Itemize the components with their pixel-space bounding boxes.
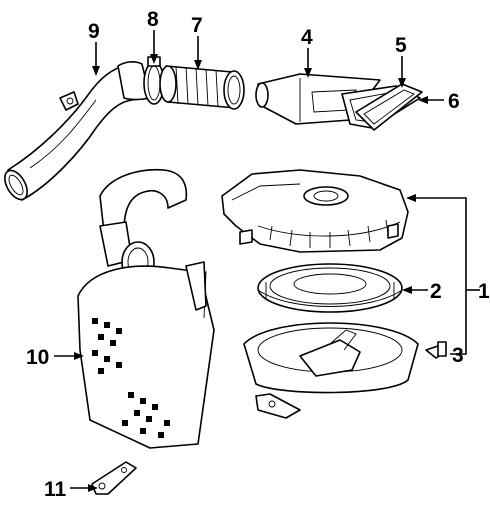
callout-numbers: 9 8 7 4 5 6 1 2 3 10 11 bbox=[26, 8, 490, 501]
resonator-10 bbox=[77, 168, 215, 449]
callout-10: 10 bbox=[26, 346, 49, 369]
callout-8: 8 bbox=[147, 8, 159, 31]
insert-6 bbox=[355, 83, 423, 131]
callout-4: 4 bbox=[301, 26, 313, 49]
resonator-grid bbox=[92, 318, 170, 438]
clip-3 bbox=[425, 341, 447, 359]
callout-9: 9 bbox=[88, 20, 100, 43]
callout-3: 3 bbox=[452, 344, 464, 367]
air-filter-element-2 bbox=[257, 263, 403, 313]
callout-7: 7 bbox=[191, 14, 203, 37]
bracket-11 bbox=[91, 461, 137, 495]
leader-lines bbox=[54, 30, 480, 492]
air-cleaner-cover-1 bbox=[221, 169, 409, 253]
air-cleaner-base-1 bbox=[243, 322, 419, 419]
callout-11: 11 bbox=[44, 478, 67, 501]
callout-2: 2 bbox=[430, 280, 442, 303]
outlet-boot-7 bbox=[159, 65, 245, 110]
callout-6: 6 bbox=[448, 90, 460, 113]
callout-1: 1 bbox=[478, 280, 490, 303]
callout-5: 5 bbox=[395, 34, 407, 57]
